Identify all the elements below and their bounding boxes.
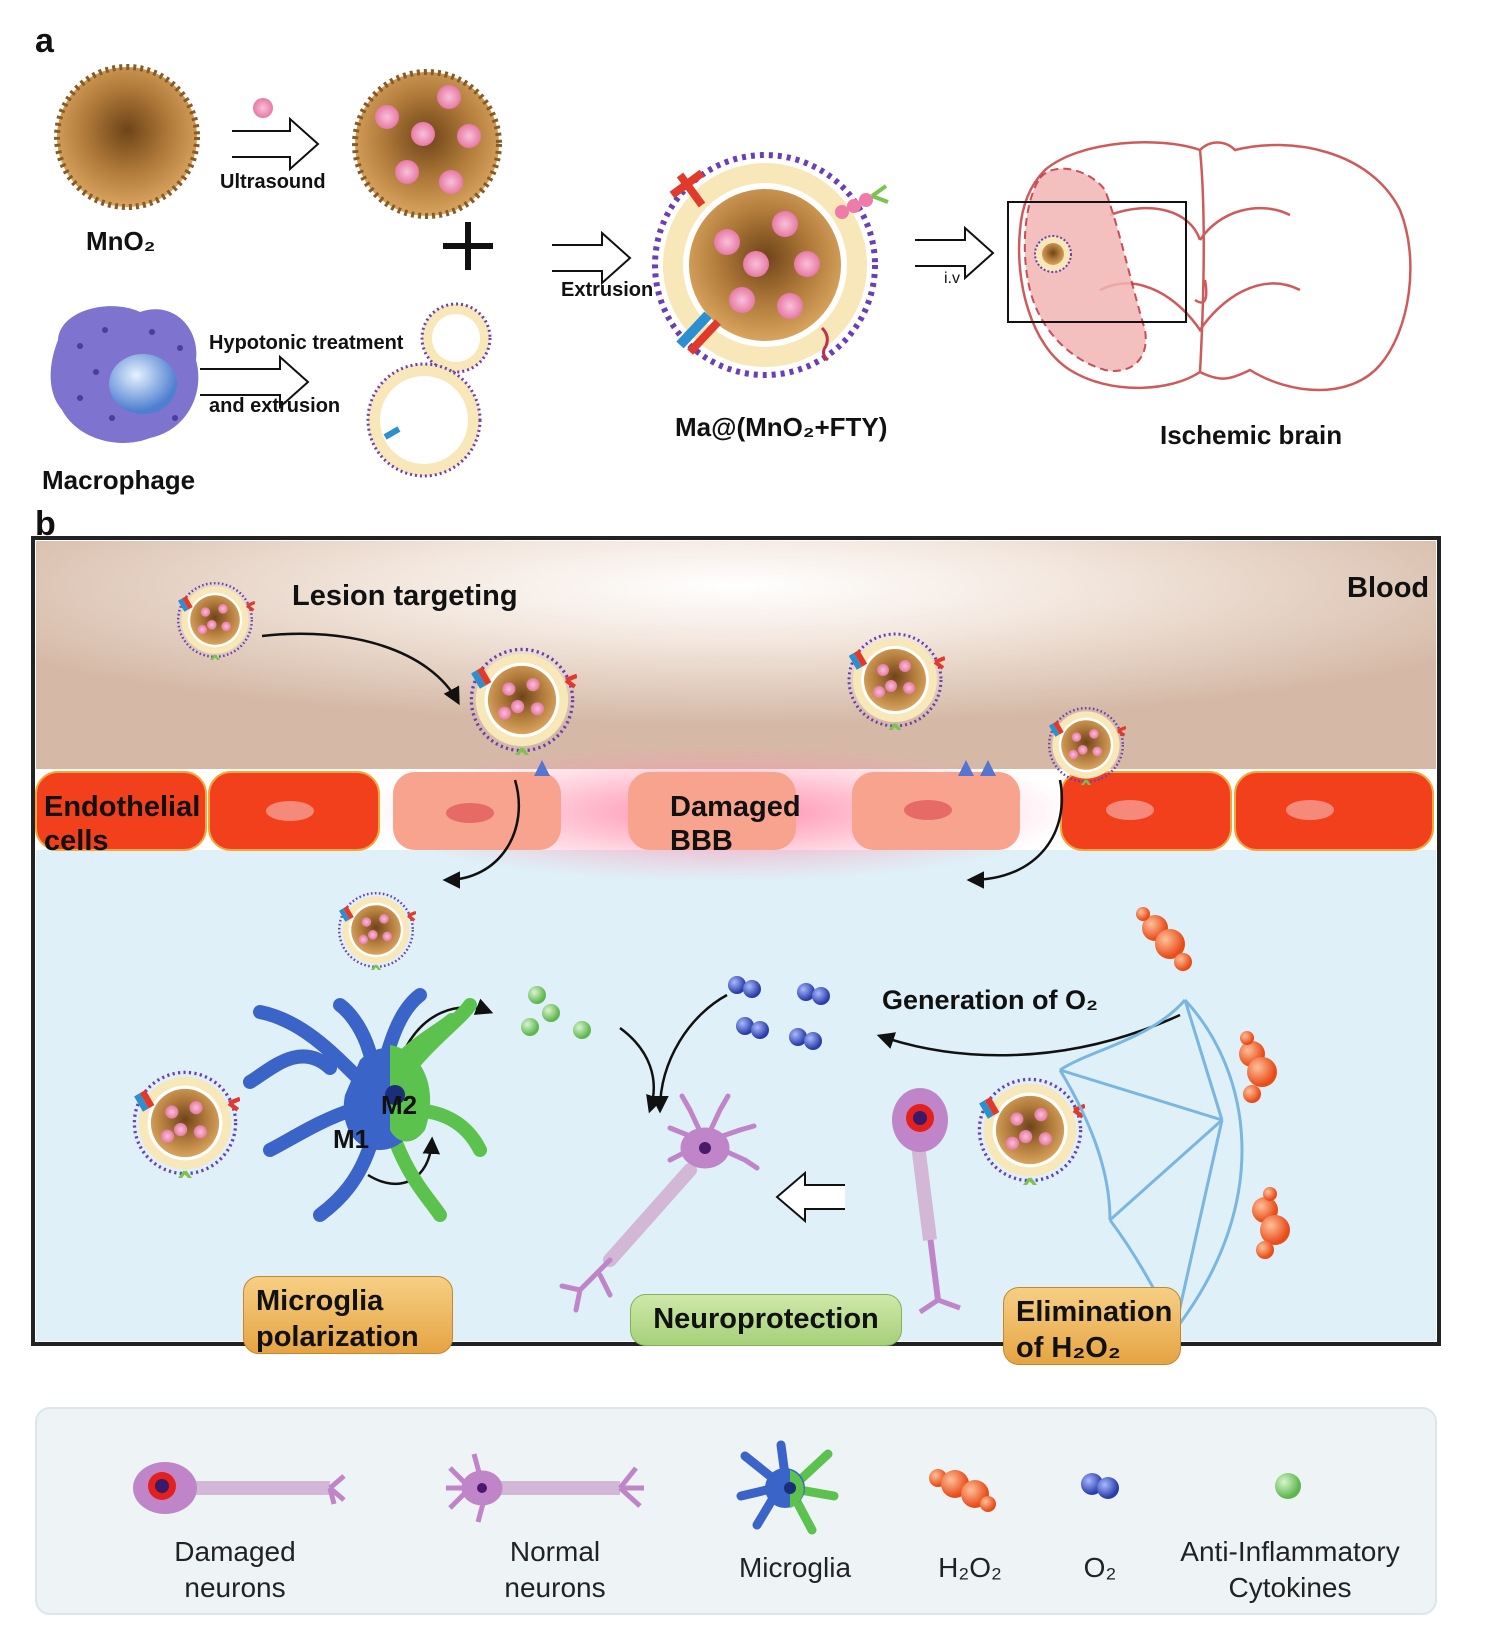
mno2-particle-icon <box>54 64 200 210</box>
extrusion-arrow-icon <box>552 230 632 286</box>
mno2-label: MnO₂ <box>86 226 156 256</box>
h2o2-tag-line1: Elimination <box>1016 1296 1173 1328</box>
brain-region <box>36 850 1436 1341</box>
umbrella-shield-icon <box>1058 998 1244 1331</box>
legend-h2o2-label: H₂O₂ <box>938 1552 1002 1583</box>
microglia-cell-icon <box>243 988 487 1222</box>
legend-microglia-icon <box>736 1440 839 1535</box>
legend-o2-label: O₂ <box>1083 1552 1117 1583</box>
blood-region <box>36 541 1436 769</box>
bbb-label-line2: BBB <box>670 825 733 857</box>
legend-cytokines-line2: Cytokines <box>1228 1572 1352 1603</box>
legend-normal-line2: neurons <box>504 1572 606 1603</box>
macrophage-label: Macrophage <box>42 465 196 495</box>
legend-cytokine-icon <box>1275 1473 1301 1499</box>
lesion-targeting-arrow <box>261 632 460 706</box>
ischemic-brain-icon <box>1017 141 1412 392</box>
legend-cytokines-label: Anti-Inflammatory Cytokines <box>1160 1534 1420 1606</box>
membrane-vesicle-large-icon <box>366 362 482 478</box>
hypotonic-label-1: Hypotonic treatment <box>209 332 404 354</box>
o2-generation-label: Generation of O₂ <box>882 985 1099 1015</box>
ultrasound-arrow-icon <box>232 116 320 172</box>
legend-damaged-neuron-icon <box>133 1462 346 1514</box>
endothelial-label-line1: Endothelial <box>44 791 201 823</box>
legend-microglia-label: Microglia <box>738 1552 852 1583</box>
cytokine-cluster-icon <box>521 986 591 1039</box>
legend-normal-neurons-label: Normal neurons <box>470 1534 640 1606</box>
ma-nanoparticle-icon <box>652 152 889 378</box>
macrophage-cell-icon <box>50 306 199 443</box>
extrusion-label: Extrusion <box>561 279 654 301</box>
bbb-label-line1: Damaged <box>670 791 801 823</box>
panel-a-letter: a <box>35 22 54 60</box>
iv-arrow-icon <box>915 225 995 281</box>
microglia-polarization-tag: Microglia polarization <box>243 1276 453 1354</box>
hypotonic-arrow-icon <box>200 354 310 410</box>
legend-o2-icon <box>1081 1473 1119 1499</box>
o2-to-neuron-arrow <box>651 993 728 1114</box>
legend-cytokines-line1: Anti-Inflammatory <box>1180 1536 1400 1567</box>
h2o2-tag-line2: of H₂O₂ <box>1016 1332 1121 1364</box>
damaged-neuron-icon <box>892 1088 961 1315</box>
ultrasound-label: Ultrasound <box>220 171 326 193</box>
m1-label: M1 <box>333 1124 370 1154</box>
recovery-arrow-icon <box>775 1170 845 1224</box>
brain-label: Ischemic brain <box>1160 420 1343 450</box>
hypotonic-label-2: and extrusion <box>209 395 341 417</box>
iv-label: i.v <box>944 270 960 287</box>
microglia-tag-line2: polarization <box>256 1321 419 1353</box>
lesion-targeting-label: Lesion targeting <box>292 580 518 612</box>
legend-damaged-line2: neurons <box>184 1572 286 1603</box>
o2-generation-arrow <box>876 1013 1181 1057</box>
microglia-tag-line1: Microglia <box>256 1285 384 1317</box>
nanoparticle-label: Ma@(MnO₂+FTY) <box>675 412 888 442</box>
crossing-arrow <box>966 779 1064 889</box>
legend-normal-line1: Normal <box>509 1536 601 1567</box>
m2-label: M2 <box>381 1090 418 1120</box>
panel-b-letter: b <box>35 505 56 543</box>
legend-box <box>35 1407 1437 1615</box>
zoom-box <box>1007 201 1187 323</box>
h2o2-elimination-tag: Elimination of H₂O₂ <box>1003 1287 1181 1365</box>
plus-icon <box>443 222 493 270</box>
h2o2-cluster-icon <box>1136 907 1290 1259</box>
lesion-region <box>1023 167 1147 372</box>
drug-molecule-icon <box>253 98 273 118</box>
blood-label: Blood <box>1347 572 1430 604</box>
damaged-bbb-label: Damaged BBB <box>670 790 801 858</box>
endothelial-label-line2: cells <box>44 825 109 857</box>
neuroprotection-tag: Neuroprotection <box>630 1294 902 1346</box>
legend-damaged-neurons-label: Damaged neurons <box>150 1534 320 1606</box>
legend-normal-neuron-icon <box>446 1453 644 1523</box>
endothelial-cell-row <box>35 771 1434 851</box>
endothelial-label: Endothelial cells <box>44 790 200 858</box>
normal-neuron-icon <box>559 1093 760 1313</box>
o2-cluster-icon <box>728 976 830 1050</box>
legend-h2o2-icon <box>929 1469 996 1512</box>
brain-nanoparticle-icon <box>1034 235 1072 273</box>
legend-damaged-line1: Damaged <box>174 1536 296 1567</box>
membrane-vesicle-small-icon <box>420 302 492 374</box>
crossing-arrow <box>442 779 521 889</box>
loaded-mno2-icon <box>352 69 502 219</box>
